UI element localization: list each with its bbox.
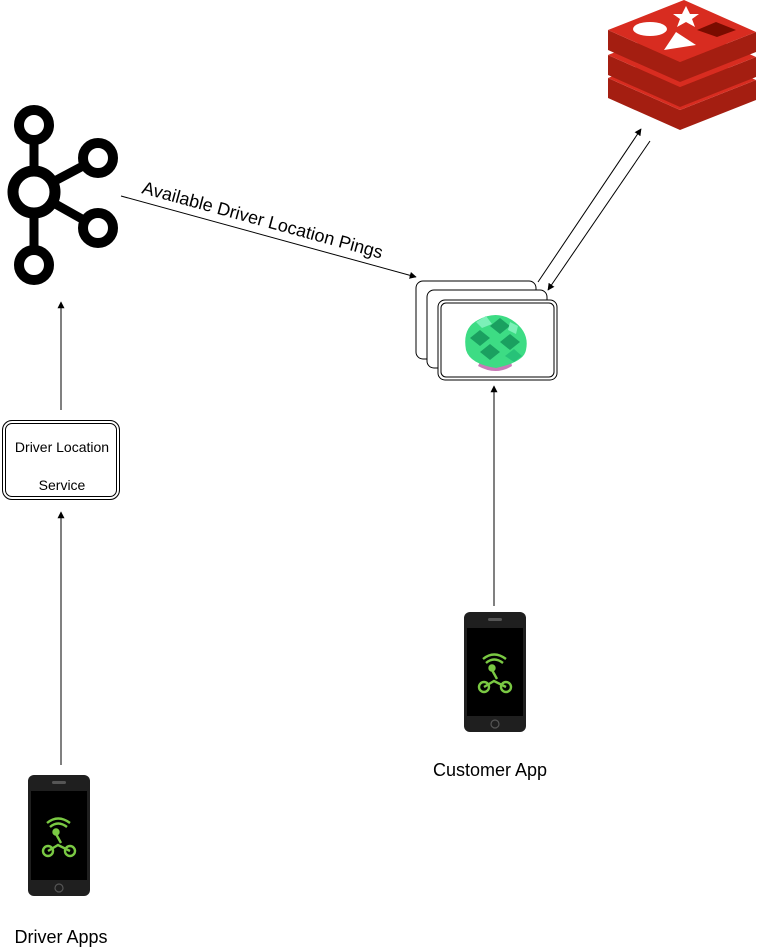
edge-label-location-pings: Available Driver Location Pings [140, 178, 385, 263]
artichoke-service-icon [465, 315, 527, 371]
driver-apps-label: Driver Apps [14, 927, 107, 947]
edge-service-to-redis [537, 128, 642, 283]
driver-location-service-node[interactable]: Driver Location Service [2, 420, 120, 500]
redis-logo-icon [608, 0, 756, 130]
edge-kafka-to-consumer [120, 195, 417, 279]
driver-phone-icon [28, 775, 90, 896]
service-name-line2: Service [38, 477, 86, 493]
motorbike-rider-icon [477, 653, 513, 694]
customer-phone-icon [464, 612, 526, 732]
customer-app-label: Customer App [433, 760, 547, 780]
motorbike-rider-icon [41, 817, 77, 858]
kafka-logo-icon [7, 105, 118, 285]
service-name-line1: Driver Location [14, 439, 110, 455]
edge-redis-to-service [547, 140, 651, 291]
